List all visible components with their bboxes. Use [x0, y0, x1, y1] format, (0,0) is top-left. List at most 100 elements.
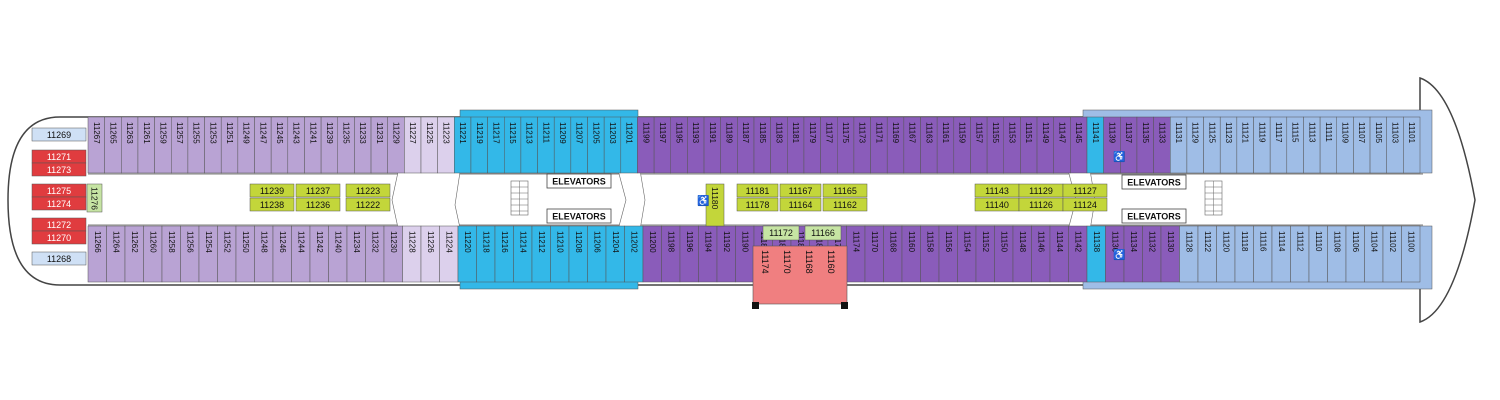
cabin-number: 11101	[1407, 122, 1416, 144]
cabin-number: 11213	[525, 122, 534, 144]
cabin-number: 11174	[851, 231, 860, 253]
cabin-number: 11199	[641, 122, 650, 144]
cabin-number: 11175	[841, 122, 850, 144]
bow-cabin	[31, 196, 87, 211]
cabin-number: 11274	[47, 199, 71, 209]
cabin-number: 11170	[782, 250, 792, 274]
cabin-number: 11270	[47, 233, 71, 243]
cabin-number: 11106	[1351, 231, 1360, 253]
cabin-number: 11228	[407, 231, 416, 253]
cabin-number: 11178	[746, 200, 770, 210]
cabin-number: 11158	[925, 231, 934, 253]
cabin-number: 11116	[1258, 231, 1267, 252]
bow-cabin	[31, 251, 87, 266]
cabin-number: 11217	[491, 122, 500, 144]
cabin-number: 11212	[537, 231, 546, 253]
cabin-number: 11189	[725, 122, 734, 144]
cabin-number: 11240	[333, 231, 342, 253]
cabin-number: 11227	[408, 122, 417, 144]
cabin-number: 11165	[833, 186, 857, 196]
cabin-number: 11191	[708, 122, 717, 144]
wheelchair-icon: ♿	[697, 194, 709, 207]
cabin-number: 11161	[941, 122, 950, 144]
cabin-number: 11222	[356, 200, 380, 210]
cabin-number: 11185	[758, 122, 767, 144]
cabin-number: 11224	[444, 231, 453, 253]
cabin-number: 11102	[1388, 231, 1397, 253]
cabin-number: 11242	[315, 231, 324, 253]
cabin-number: 11261	[142, 122, 151, 144]
cabin-number: 11208	[574, 231, 583, 253]
cabin-number: 11134	[1129, 231, 1138, 253]
cabin-number: 11226	[426, 231, 435, 253]
cabin-number: 11131	[1174, 122, 1183, 144]
cabin-number: 11123	[1224, 122, 1233, 144]
cabin-number: 11235	[342, 122, 351, 144]
cabin-number: 11141	[1091, 122, 1100, 144]
inner-cabin	[762, 225, 800, 241]
inner-cabin	[249, 197, 295, 212]
stairs-icon	[510, 180, 529, 216]
cabin-number: 11237	[306, 186, 330, 196]
cabin-number: 11221	[458, 122, 467, 144]
elevators-fwd-top: ELEVATORS	[1121, 174, 1187, 190]
cabin-number: 11204	[611, 231, 620, 253]
cabin-number: 11118	[1240, 231, 1249, 252]
cabin-number: 11229	[392, 122, 401, 144]
cabin-number: 11209	[558, 122, 567, 144]
cabin-number: 11129	[1191, 122, 1200, 144]
cabin-number: 11171	[874, 122, 883, 144]
cabin-number: 11108	[1332, 231, 1341, 253]
cabin-number: 11144	[1055, 231, 1064, 253]
cabin-number: 11181	[791, 122, 800, 144]
inner-cabin	[822, 197, 868, 212]
cabin-number: 11111	[1324, 122, 1333, 142]
elevators-aft-top: ELEVATORS	[546, 173, 612, 189]
cabin-number: 11263	[125, 122, 134, 144]
cabin-number: 11120	[1221, 231, 1230, 253]
cabin-number: 11162	[833, 200, 857, 210]
cabin-number: 11195	[675, 122, 684, 144]
cabin-number: 11180	[710, 187, 720, 210]
cabin-number: 11127	[1073, 186, 1097, 196]
cabin-number: 11267	[92, 122, 101, 144]
cabin-number: 11129	[1029, 186, 1053, 196]
inner-cabin	[249, 183, 295, 198]
cabin-number: 11115	[1291, 122, 1300, 143]
elevators-label: ELEVATORS	[552, 212, 606, 222]
annex-block	[752, 245, 848, 309]
cabin-number: 11239	[325, 122, 334, 144]
cabin-number: 11150	[999, 231, 1008, 253]
cabin-number: 11182	[814, 231, 823, 253]
cabin-number: 11130	[1166, 231, 1175, 253]
cabin-number: 11174	[760, 250, 770, 274]
cabin-number: 11109	[1341, 122, 1350, 144]
cabin-number: 11177	[824, 122, 833, 144]
cabin-number: 11255	[192, 122, 201, 144]
cabin-number: 11260	[148, 231, 157, 253]
inner-cabin	[1062, 197, 1108, 212]
inner-cabin	[779, 183, 822, 198]
inner-cabin	[736, 197, 779, 212]
cabin-number: 11241	[308, 122, 317, 144]
cabin-number: 11136	[1110, 231, 1119, 253]
inner-cabin	[822, 183, 868, 198]
cabin-number: 11140	[985, 200, 1009, 210]
cabin-number: 11216	[500, 231, 509, 253]
cabin-number: 11207	[575, 122, 584, 144]
elevators-label: ELEVATORS	[552, 177, 606, 187]
elevators-label: ELEVATORS	[1127, 212, 1181, 222]
cabin-number: 11104	[1369, 231, 1378, 253]
cabin-number: 11168	[888, 231, 897, 253]
cabin-number: 11249	[242, 122, 251, 144]
cabin-number: 11247	[258, 122, 267, 144]
cabin	[1401, 225, 1421, 283]
cabin-number: 11252	[222, 231, 231, 253]
cabin-number: 11157	[974, 122, 983, 144]
cabin-number: 11196	[685, 231, 694, 253]
cabin-number: 11160	[826, 250, 836, 274]
cabin-number: 11205	[591, 122, 600, 144]
cabin-number: 11218	[481, 231, 490, 253]
cabin-number: 11254	[204, 231, 213, 253]
cabin-number: 11100	[1406, 231, 1415, 253]
